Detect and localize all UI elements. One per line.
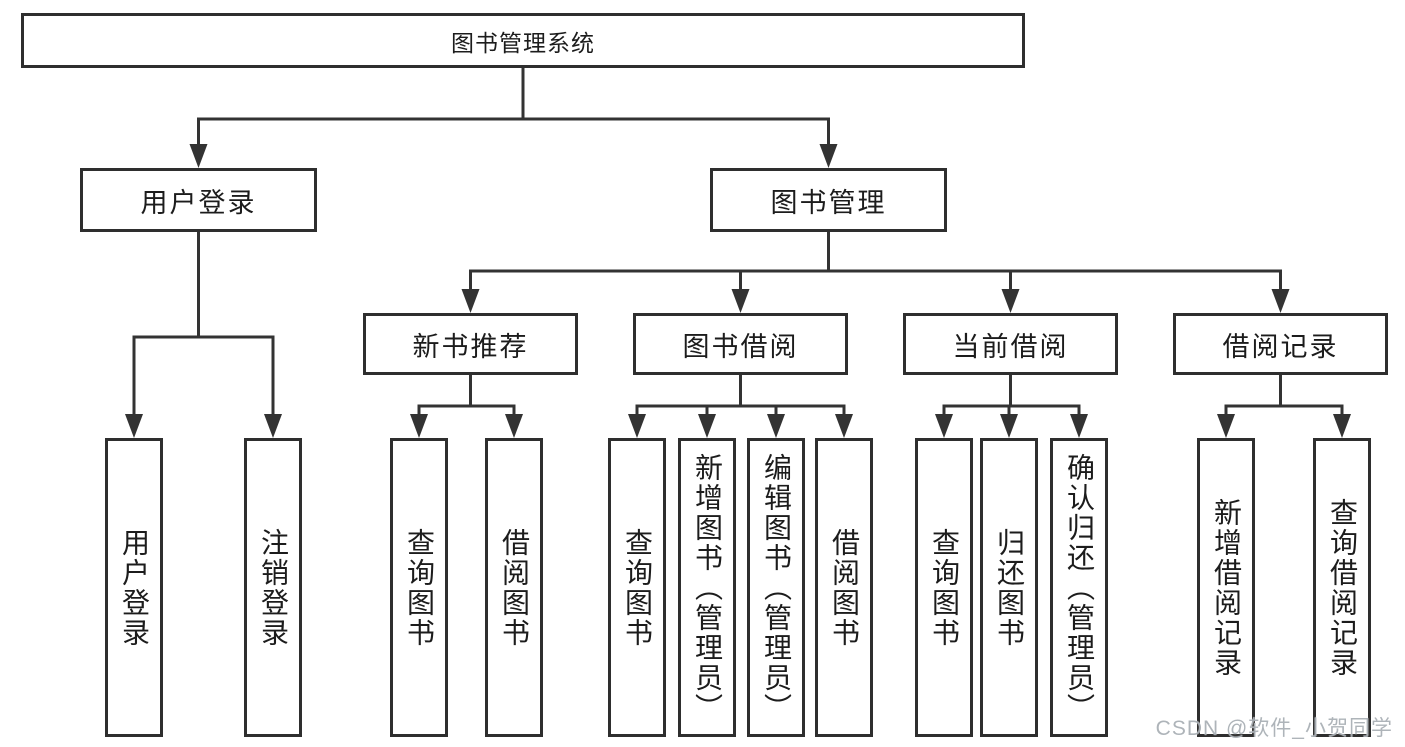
node-records: 借阅记录 — [1173, 313, 1388, 375]
node-c4: 借阅图书 — [815, 438, 873, 737]
node-c3: 编辑图书（管理员） — [747, 438, 805, 737]
arrowhead-user-login — [189, 144, 208, 168]
node-d1: 查询图书 — [915, 438, 973, 737]
arrowhead-e1 — [1217, 414, 1235, 438]
node-c1: 查询图书 — [608, 438, 666, 737]
node-b1: 查询图书 — [390, 438, 448, 737]
edge-from-new-rec — [417, 373, 516, 428]
node-new-rec: 新书推荐 — [363, 313, 578, 375]
arrowhead-d1 — [935, 414, 953, 438]
node-e1: 新增借阅记录 — [1197, 438, 1255, 737]
node-c2: 新增图书（管理员） — [678, 438, 736, 737]
arrowhead-c4 — [835, 414, 853, 438]
node-borrow: 图书借阅 — [633, 313, 848, 375]
arrowhead-book-mgmt — [819, 144, 838, 168]
edge-from-book-mgmt — [469, 230, 1282, 303]
arrowhead-c1 — [628, 414, 646, 438]
edge-from-root — [197, 66, 830, 158]
node-b2: 借阅图书 — [485, 438, 543, 737]
node-root: 图书管理系统 — [21, 13, 1025, 68]
arrowhead-a1 — [125, 414, 143, 438]
node-a2: 注销登录 — [244, 438, 302, 737]
node-a1: 用户登录 — [105, 438, 163, 737]
edge-from-user-login — [132, 230, 275, 428]
node-book-mgmt: 图书管理 — [710, 168, 947, 232]
arrowhead-borrow — [731, 289, 750, 313]
arrowhead-a2 — [264, 414, 282, 438]
arrowhead-records — [1271, 289, 1290, 313]
edge-from-records — [1224, 373, 1344, 428]
node-user-login: 用户登录 — [80, 168, 317, 232]
node-d3: 确认归还（管理员） — [1050, 438, 1108, 737]
node-e2: 查询借阅记录 — [1313, 438, 1371, 737]
arrowhead-c3 — [767, 414, 785, 438]
node-d2: 归还图书 — [980, 438, 1038, 737]
arrowhead-c2 — [698, 414, 716, 438]
arrowhead-d3 — [1070, 414, 1088, 438]
arrowhead-b2 — [505, 414, 523, 438]
arrowhead-b1 — [410, 414, 428, 438]
arrowhead-e2 — [1333, 414, 1351, 438]
node-current: 当前借阅 — [903, 313, 1118, 375]
arrowhead-new-rec — [461, 289, 480, 313]
arrowhead-d2 — [1000, 414, 1018, 438]
arrowhead-current — [1001, 289, 1020, 313]
edge-from-borrow — [635, 373, 846, 428]
